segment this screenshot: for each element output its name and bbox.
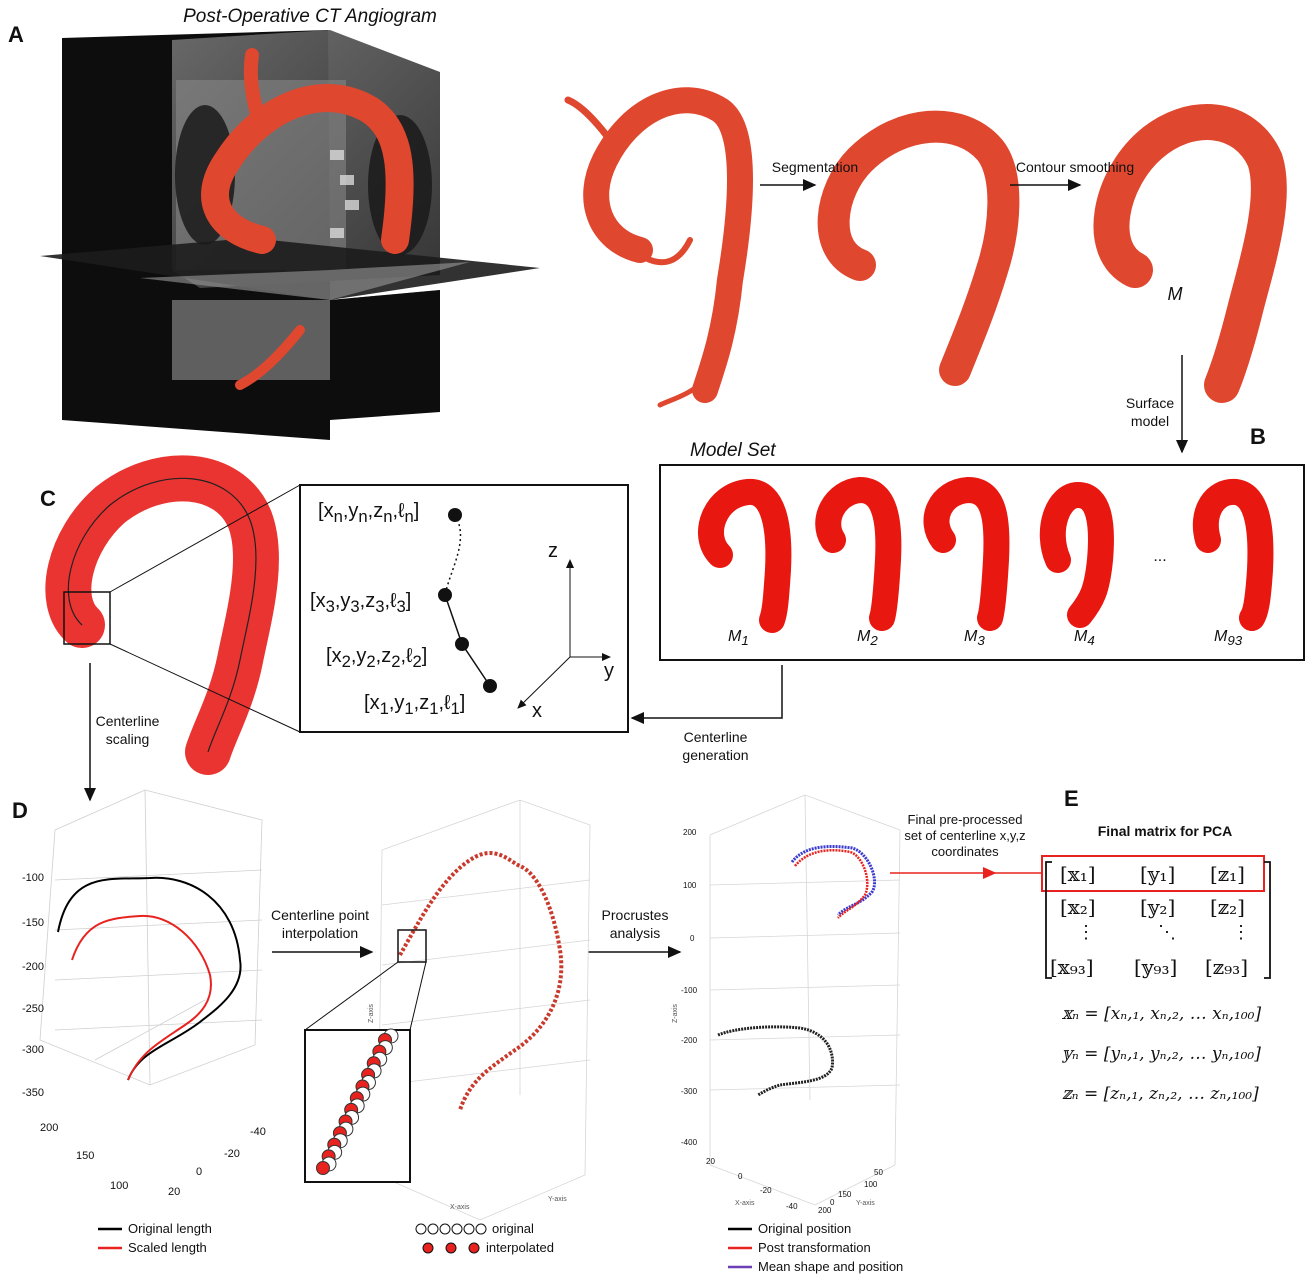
plot1-ytick: -350 — [22, 1088, 44, 1099]
matrix-cell: ⋱ — [1158, 922, 1176, 943]
model-label-3: M3 — [964, 628, 985, 648]
model-label-93: M93 — [1214, 628, 1242, 648]
plot3-ytick2: 150 — [838, 1190, 851, 1199]
equation-y: 𝕪ₙ = [yₙ,₁, yₙ,₂, … yₙ,₁₀₀] — [1062, 1044, 1261, 1064]
point-1 — [483, 679, 497, 693]
plot3-ytick2: 100 — [864, 1180, 877, 1189]
plot1-ytick: -200 — [22, 962, 44, 973]
matrix-cell: [𝕩₉₃] — [1050, 955, 1120, 979]
matrix-cell: [𝕫₉₃] — [1205, 955, 1275, 979]
plot3-ytick2: 50 — [874, 1168, 883, 1177]
plot1-scaled-line — [72, 916, 211, 1080]
point-3 — [438, 588, 452, 602]
plot1-xtick: 100 — [110, 1180, 128, 1192]
plot3-xtick: -40 — [786, 1202, 798, 1211]
matrix-cell: [𝕪₁] — [1140, 862, 1200, 886]
plot3-ytick: 100 — [683, 881, 696, 890]
plot3-ytick: -400 — [681, 1138, 697, 1147]
plot3-xtick: -20 — [760, 1186, 772, 1195]
plot2-interpolated-curve — [400, 853, 561, 1110]
model-m-label: M — [1160, 285, 1190, 303]
equation-x: 𝕩ₙ = [xₙ,₁, xₙ,₂, … xₙ,₁₀₀] — [1062, 1004, 1261, 1024]
legend-post-transformation: Post transformation — [758, 1240, 871, 1255]
legend-mean-shape: Mean shape and position — [758, 1259, 903, 1274]
matrix-cell: [𝕩₂] — [1060, 895, 1120, 919]
plot1-xtick: 0 — [196, 1166, 202, 1178]
interpolation-label: Centerline pointinterpolation — [250, 906, 390, 942]
plot1-ytick: -250 — [22, 1004, 44, 1015]
plot3-ytick: -300 — [681, 1087, 697, 1096]
plot1-axes — [40, 790, 262, 1085]
surface-model-label: Surfacemodel — [1115, 394, 1185, 430]
equation-z: 𝕫ₙ = [zₙ,₁, zₙ,₂, … zₙ,₁₀₀] — [1062, 1084, 1259, 1104]
plot1-xtick: -40 — [250, 1126, 266, 1138]
plot3-ytick: 0 — [690, 934, 694, 943]
centerline-generation-label: Centerlinegeneration — [668, 728, 763, 764]
legend-original-length: Original length — [128, 1221, 212, 1236]
model-label-2: M2 — [857, 628, 878, 648]
segmentation-label: Segmentation — [760, 158, 870, 176]
point-2 — [455, 637, 469, 651]
matrix-cell: ⋮ — [1232, 922, 1250, 943]
legend-original-markers — [416, 1224, 486, 1234]
plot1-xtick: 150 — [76, 1150, 94, 1162]
plot2-yaxis-label: Y-axis — [548, 1196, 567, 1203]
plot3-xaxis-label: X-axis — [735, 1200, 754, 1207]
plot3-ytick2: 200 — [818, 1206, 831, 1215]
plot3-xtick: 0 — [738, 1172, 742, 1181]
axis-y-label: y — [604, 660, 614, 683]
model-set-title: Model Set — [690, 442, 800, 460]
matrix-title: Final matrix for PCA — [1065, 822, 1265, 840]
plot1-ytick: -300 — [22, 1045, 44, 1056]
legend-original-position: Original position — [758, 1221, 851, 1236]
legend-scaled-length: Scaled length — [128, 1240, 207, 1255]
matrix-cell: [𝕩₁] — [1060, 862, 1120, 886]
matrix-cell: [𝕪₉₃] — [1134, 955, 1204, 979]
point-n — [448, 508, 462, 522]
plot1-xtick: 200 — [40, 1122, 58, 1134]
axis-z-label: z — [548, 540, 558, 563]
legend-original: original — [492, 1221, 534, 1236]
matrix-cell: [𝕫₂] — [1210, 895, 1270, 919]
final-preprocessed-label: Final pre-processedset of centerline x,y… — [890, 812, 1040, 860]
model-ellipsis: ... — [1145, 548, 1175, 566]
arrow-centerline-generation — [632, 665, 782, 718]
point-label-3: [x3,y3,z3,ℓ3] — [310, 590, 411, 617]
legend-interpolated: interpolated — [486, 1240, 554, 1255]
axis-x-label: x — [532, 700, 542, 723]
matrix-cell: [𝕪₂] — [1140, 895, 1200, 919]
procrustes-label: Procrustesanalysis — [585, 906, 685, 942]
matrix-cell: ⋮ — [1077, 922, 1095, 943]
plot3-xtick: 20 — [706, 1157, 715, 1166]
centerline-scaling-label: Centerlinescaling — [85, 712, 170, 748]
plot3-zaxis-label: Z-axis — [672, 1004, 679, 1023]
point-label-1: [x1,y1,z1,ℓ1] — [364, 692, 465, 719]
zoom-interpolated-point — [317, 1162, 330, 1175]
centerline-aorta — [68, 478, 256, 752]
plot1-xtick: 20 — [168, 1186, 180, 1198]
plot2-zaxis-label: Z-axis — [368, 1004, 375, 1023]
contour-smoothing-label: Contour smoothing — [1005, 158, 1145, 176]
point-label-n: [xn,yn,zn,ℓn] — [318, 500, 419, 527]
plot2-xaxis-label: X-axis — [450, 1204, 469, 1211]
plot3-ytick: 200 — [683, 828, 696, 837]
raw-aorta-model — [568, 100, 740, 405]
plot1-ytick: -100 — [22, 873, 44, 884]
plot3-ytick: -100 — [681, 986, 697, 995]
point-label-2: [x2,y2,z2,ℓ2] — [326, 645, 427, 672]
plot3-yaxis-label: Y-axis — [856, 1200, 875, 1207]
plot1-xtick: -20 — [224, 1148, 240, 1160]
plot3-ytick: -200 — [681, 1036, 697, 1045]
legend-interpolated-markers — [423, 1243, 479, 1253]
model-label-1: M1 — [728, 628, 749, 648]
plot1-ytick: -150 — [22, 918, 44, 929]
matrix-cell: [𝕫₁] — [1210, 862, 1270, 886]
model-label-4: M4 — [1074, 628, 1095, 648]
